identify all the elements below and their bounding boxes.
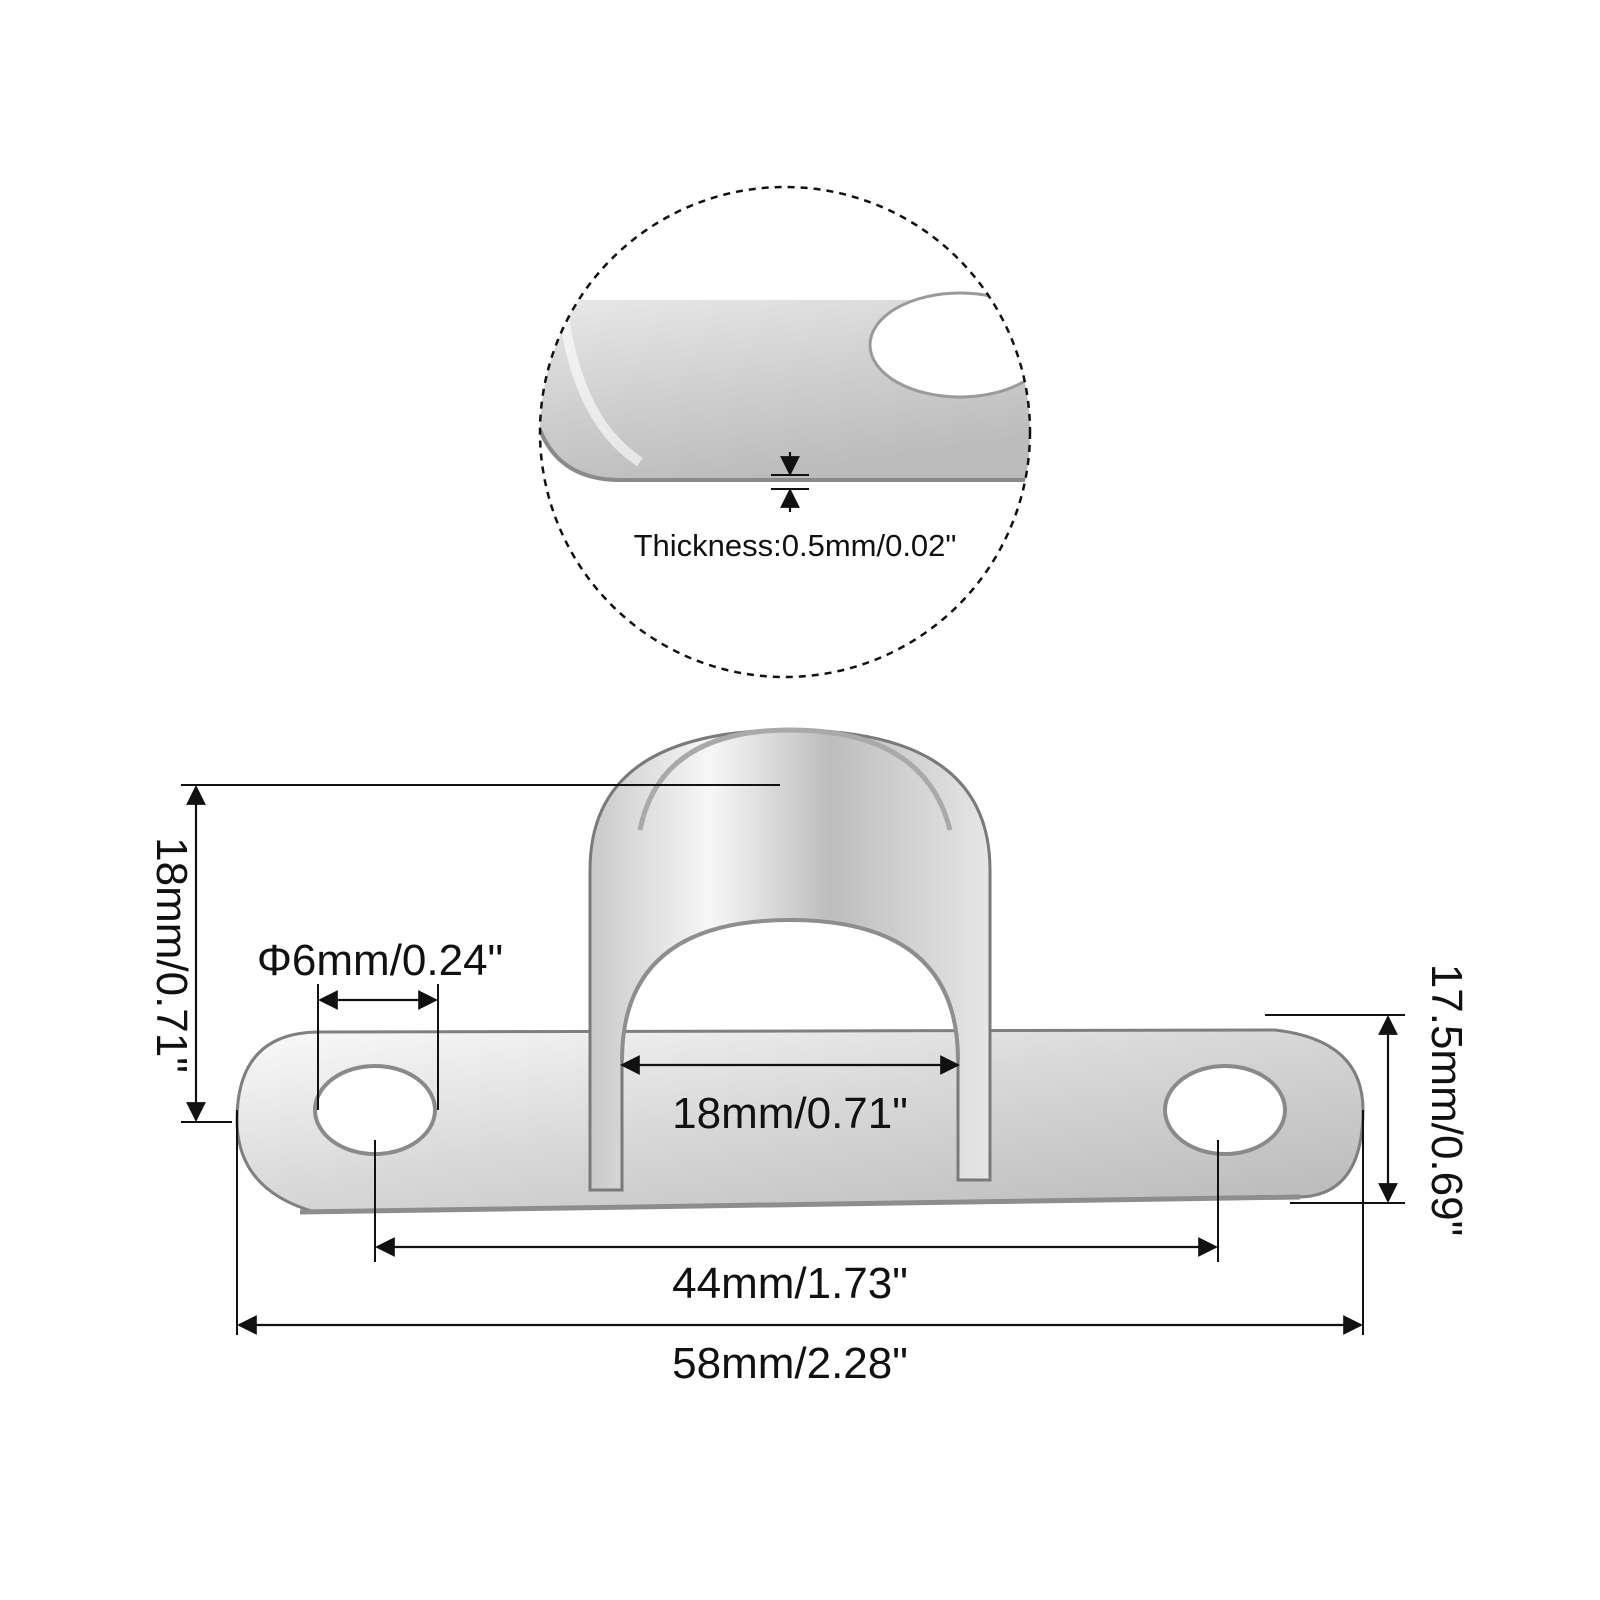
thickness-callout: Thickness:0.5mm/0.02" [538, 185, 1032, 679]
inner-width-label: 18mm/0.71" [672, 1089, 908, 1138]
dimension-strap-width: 17.5mm/0.69" [1265, 964, 1471, 1236]
overall-length-label: 58mm/2.28" [672, 1339, 908, 1388]
zoomed-hole [868, 291, 1030, 399]
mounting-hole-right [1163, 1064, 1287, 1156]
strap-clamp-part [235, 727, 1365, 1215]
thickness-label: Thickness:0.5mm/0.02" [634, 528, 957, 563]
dimension-inner-width: 18mm/0.71" [620, 1055, 960, 1138]
height-label: 18mm/0.71" [147, 837, 196, 1073]
hole-spacing-label: 44mm/1.73" [672, 1259, 908, 1308]
thickness-indicator [771, 452, 809, 512]
dimension-hole-diameter: Φ6mm/0.24" [257, 936, 503, 1110]
strap-width-label: 17.5mm/0.69" [1422, 964, 1471, 1236]
dimension-height: 18mm/0.71" [147, 784, 780, 1123]
zoom-circle-outline [538, 185, 1032, 679]
dimension-hole-spacing: 44mm/1.73" [374, 1140, 1219, 1308]
hole-diameter-label: Φ6mm/0.24" [257, 936, 503, 985]
zoomed-edge-image [540, 291, 1030, 482]
dimension-overall-length: 58mm/2.28" [236, 1110, 1364, 1388]
